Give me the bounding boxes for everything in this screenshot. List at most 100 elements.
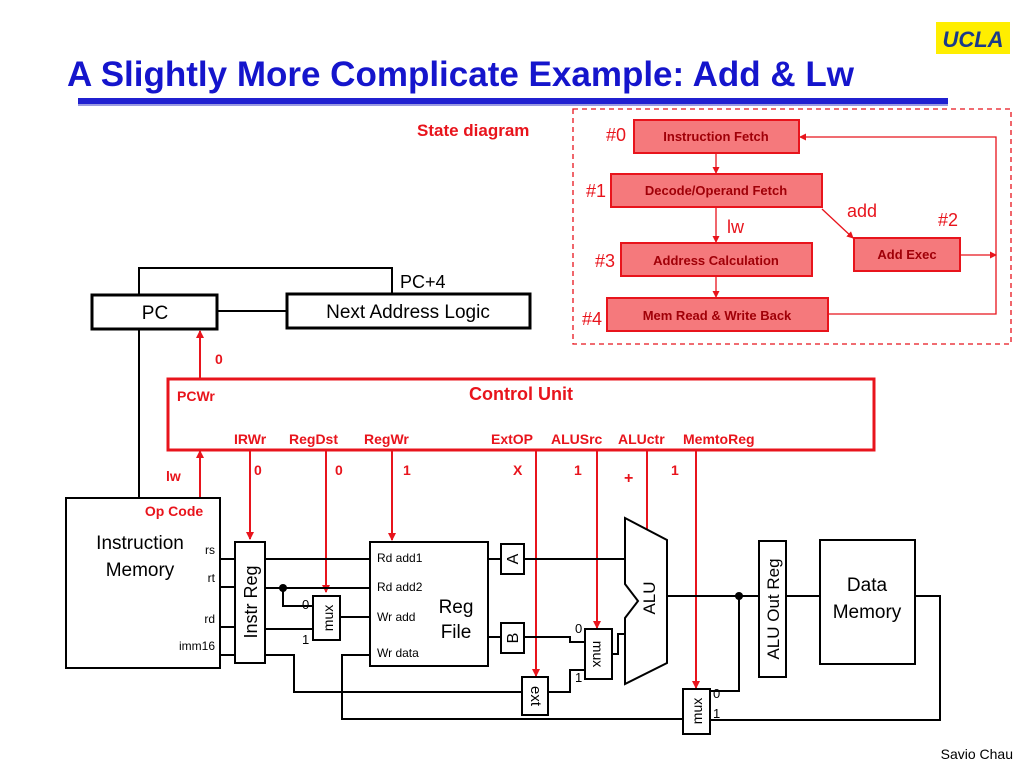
alu-out-reg [758, 540, 787, 678]
signal-extop: ExtOP [491, 431, 533, 447]
instr-fields: rs rt rd imm16 [179, 543, 216, 653]
signal-alusrc: ALUSrc [551, 431, 603, 447]
state-2: Add Exec #2 [853, 210, 961, 272]
next-address-logic [285, 292, 532, 330]
field-rd: rd [204, 612, 215, 626]
transition-4-0 [799, 133, 997, 315]
instr-reg-label: Instr Reg [241, 565, 261, 638]
state-id: #4 [582, 309, 602, 329]
reg-a-label: A [505, 553, 522, 564]
data-memory [819, 539, 916, 665]
reg-a [500, 543, 525, 575]
state-name: Decode/Operand Fetch [645, 183, 787, 198]
signal-memtoreg: MemtoReg [683, 431, 755, 447]
state-1: Decode/Operand Fetch #1 [586, 173, 823, 208]
control-signals: IRWr RegDst RegWr ExtOP ALUSrc ALUctr Me… [234, 431, 755, 487]
state-name: Mem Read & Write Back [643, 308, 792, 323]
memtoreg-mux-0: 0 [713, 686, 720, 701]
value-regdst: 0 [335, 462, 343, 478]
alu-bypass-wire [710, 596, 740, 692]
junction-dot [279, 584, 287, 592]
transition-1-2 [821, 208, 854, 239]
alusrc-mux-0: 0 [575, 621, 582, 636]
author-credit: Savio Chau [941, 746, 1013, 762]
reg-b-label: B [505, 633, 522, 644]
signal-regwr: RegWr [364, 431, 409, 447]
value-alusrc: 1 [574, 462, 582, 478]
instruction-memory [65, 497, 221, 669]
regdst-mux [312, 595, 341, 641]
ucla-logo [936, 22, 1010, 54]
pc-register [90, 293, 219, 331]
state-box [633, 119, 800, 154]
alu-label: ALU [640, 581, 659, 614]
value-aluctr: + [624, 470, 633, 487]
pc-plus4-label: PC+4 [400, 272, 446, 292]
dmem-label-2: Memory [833, 602, 902, 623]
ext-unit [521, 676, 549, 716]
alusrc-mux-label: mux [590, 641, 606, 667]
signal-regdst: RegDst [289, 431, 338, 447]
pcwr-value: 0 [215, 351, 223, 367]
field-imm16: imm16 [179, 639, 215, 653]
alu [624, 516, 668, 686]
regdst-mux-1: 1 [302, 632, 309, 647]
alu-out-reg-label: ALU Out Reg [764, 558, 783, 659]
value-irwr: 0 [254, 462, 262, 478]
alusrc-mux-1: 1 [575, 670, 582, 685]
field-rt: rt [208, 571, 216, 585]
port-rd-add2: Rd add2 [377, 580, 423, 594]
edge-add-label: add [847, 201, 877, 221]
rf-to-ab-wires [488, 558, 625, 643]
ext-to-mux-wire [548, 669, 585, 693]
control-unit [166, 377, 876, 452]
state-box [853, 237, 961, 272]
state-name: Address Calculation [653, 253, 779, 268]
ext-label: ext [527, 686, 544, 707]
dmem-to-mux-wire [710, 595, 941, 721]
reg-file [369, 541, 489, 667]
alusrc-mux [584, 628, 613, 680]
port-wr-data: Wr data [377, 646, 419, 660]
value-memtoreg: 1 [671, 462, 679, 478]
pc-label: PC [142, 303, 168, 324]
title-underline-shadow [78, 104, 948, 106]
state-id: #2 [938, 210, 958, 230]
reg-file-label-1: Reg [439, 597, 474, 618]
state-diagram-frame [572, 108, 1012, 345]
state-diagram-label: State diagram [417, 121, 529, 140]
state-name: Add Exec [877, 247, 936, 262]
state-4: Mem Read & Write Back #4 [582, 297, 829, 332]
lw-label: lw [166, 468, 181, 484]
pcwr-label: PCWr [177, 388, 215, 404]
pc-plus4-loop [138, 267, 393, 295]
reg-ports: Rd add1 Rd add2 Wr add Wr data [377, 551, 423, 660]
writeback-wire [341, 654, 683, 720]
opcode-label: Op Code [145, 503, 204, 519]
regdst-mux-0: 0 [302, 597, 309, 612]
imem-to-ir-wires [220, 558, 235, 656]
page-title: A Slightly More Complicate Example: Add … [67, 55, 855, 94]
state-0: Instruction Fetch #0 [606, 119, 800, 154]
value-regwr: 1 [403, 462, 411, 478]
field-rs: rs [205, 543, 215, 557]
state-name: Instruction Fetch [663, 129, 769, 144]
state-id: #3 [595, 251, 615, 271]
logo-text: UCLA [942, 27, 1003, 52]
reg-file-label-2: File [441, 622, 472, 643]
imem-label-2: Memory [106, 560, 175, 581]
mux-to-alu-wire [612, 633, 625, 655]
dmem-label-1: Data [847, 575, 888, 596]
control-arrows [246, 451, 700, 689]
memtoreg-mux-label: mux [689, 698, 705, 724]
title-underline [78, 98, 948, 104]
port-wr-add: Wr add [377, 610, 415, 624]
ir-output-wires [265, 558, 522, 693]
signal-irwr: IRWr [234, 431, 267, 447]
state-id: #1 [586, 181, 606, 201]
state-id: #0 [606, 125, 626, 145]
value-extop: X [513, 462, 523, 478]
reg-b [500, 622, 525, 654]
regdst-mux-label: mux [320, 605, 336, 631]
